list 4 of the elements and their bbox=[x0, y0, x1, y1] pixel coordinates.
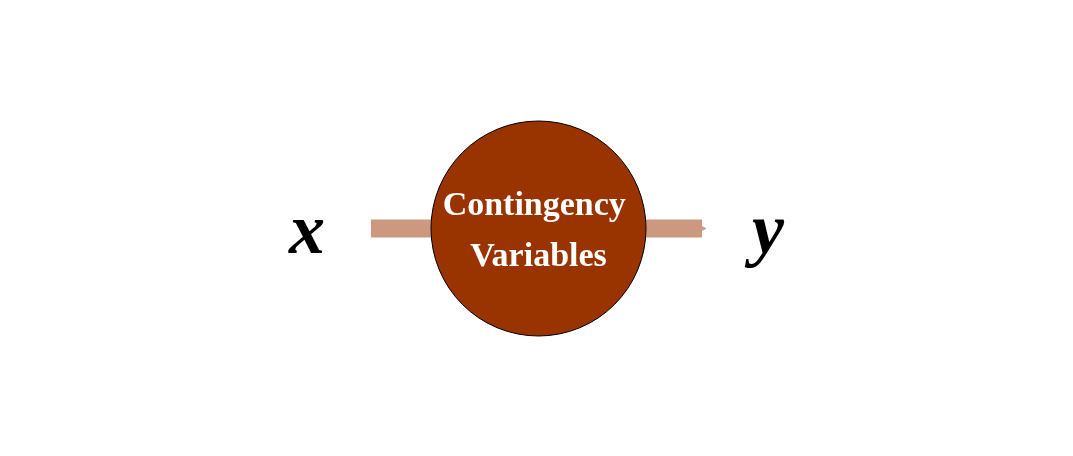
arrow bbox=[646, 219, 707, 237]
connector bbox=[371, 219, 431, 237]
node-circle: Contingency Variables bbox=[430, 120, 647, 336]
node-text: x bbox=[289, 188, 326, 268]
